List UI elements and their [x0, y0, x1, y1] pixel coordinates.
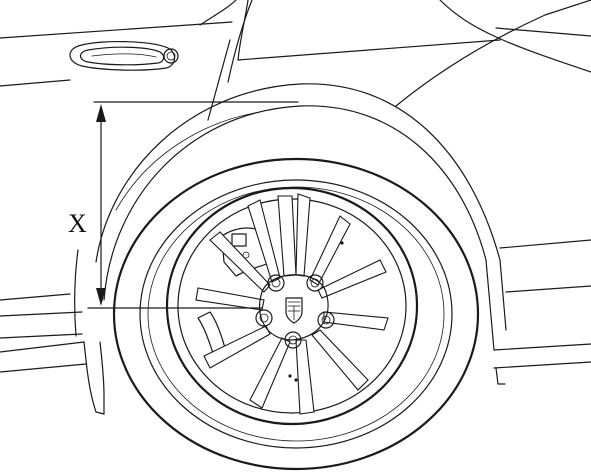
door-handle: [69, 40, 179, 71]
dimension-label: X: [68, 209, 87, 238]
wheel-arch: [95, 83, 507, 351]
rim-spokes: [195, 193, 389, 415]
car-body: [0, 0, 591, 415]
wheel-rim: [165, 186, 419, 426]
wheel-hub: [255, 274, 335, 349]
dimension-arrow-top: [96, 104, 106, 122]
dimension-x: X: [68, 101, 299, 309]
tire: [112, 157, 480, 471]
wheel-crest-logo: [285, 297, 303, 324]
dimension-arrow-bottom: [96, 288, 106, 306]
